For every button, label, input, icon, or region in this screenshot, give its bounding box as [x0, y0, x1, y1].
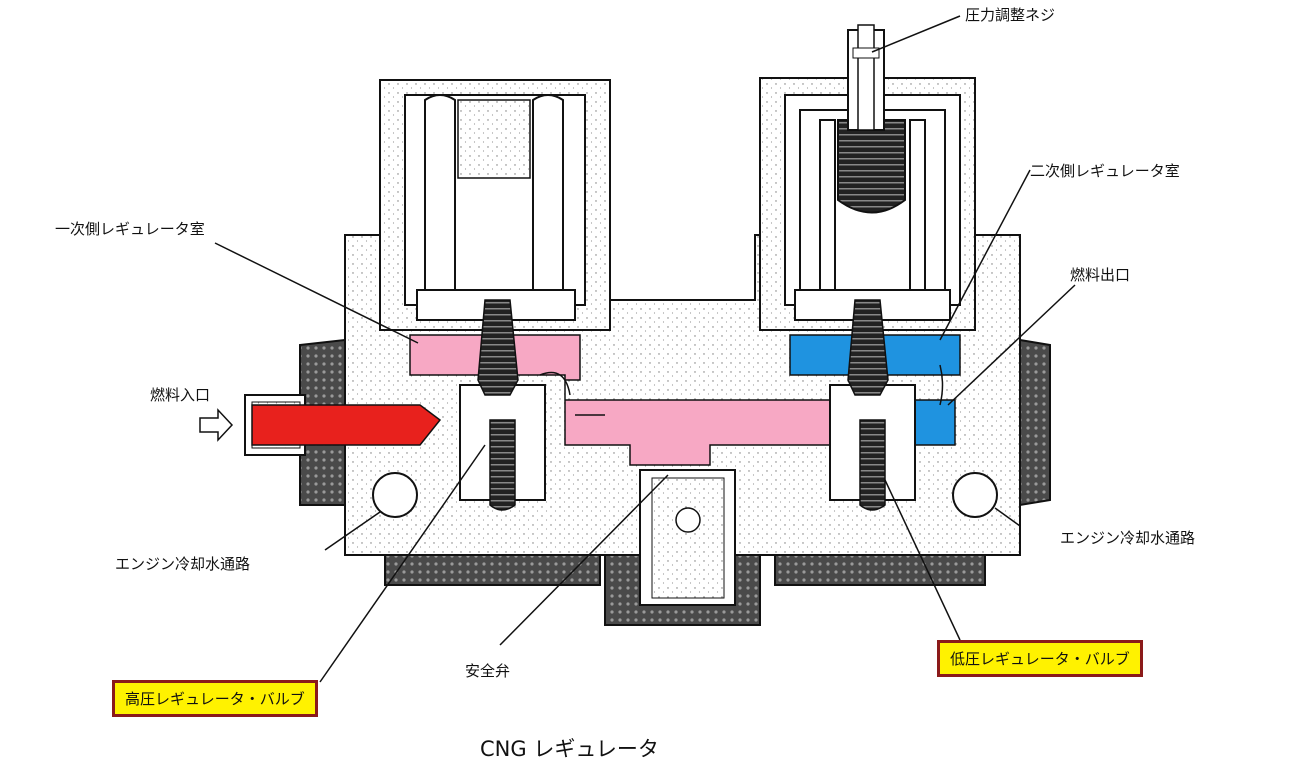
safety-valve [639, 469, 736, 606]
low-pressure-valve [829, 299, 916, 511]
label-low-pressure-valve: 低圧レギュレータ・バルブ [937, 640, 1143, 677]
label-safety-valve: 安全弁 [465, 662, 511, 680]
label-coolant-left: エンジン冷却水通路 [115, 555, 251, 573]
coolant-port-right [952, 472, 998, 518]
coolant-port-left [372, 472, 418, 518]
label-fuel-outlet: 燃料出口 [1070, 266, 1131, 284]
label-coolant-right: エンジン冷却水通路 [1060, 529, 1196, 547]
fuel-inlet-pipe [244, 394, 442, 456]
primary-spring-housing [404, 94, 586, 321]
label-pressure-screw: 圧力調整ネジ [965, 6, 1056, 24]
high-pressure-valve [459, 299, 546, 511]
label-fuel-inlet: 燃料入口 [150, 386, 211, 404]
diagram-caption: CNG レギュレータ [480, 737, 659, 761]
leader-lines [214, 15, 1076, 683]
inlet-arrow [199, 408, 234, 442]
secondary-spring-housing [784, 94, 961, 321]
label-secondary-chamber: 二次側レギュレータ室 [1030, 162, 1180, 180]
label-primary-chamber: 一次側レギュレータ室 [55, 220, 205, 238]
pressure-adjust-screw [847, 24, 885, 131]
label-high-pressure-valve: 高圧レギュレータ・バルブ [112, 680, 318, 717]
flow-arrows [539, 364, 944, 416]
